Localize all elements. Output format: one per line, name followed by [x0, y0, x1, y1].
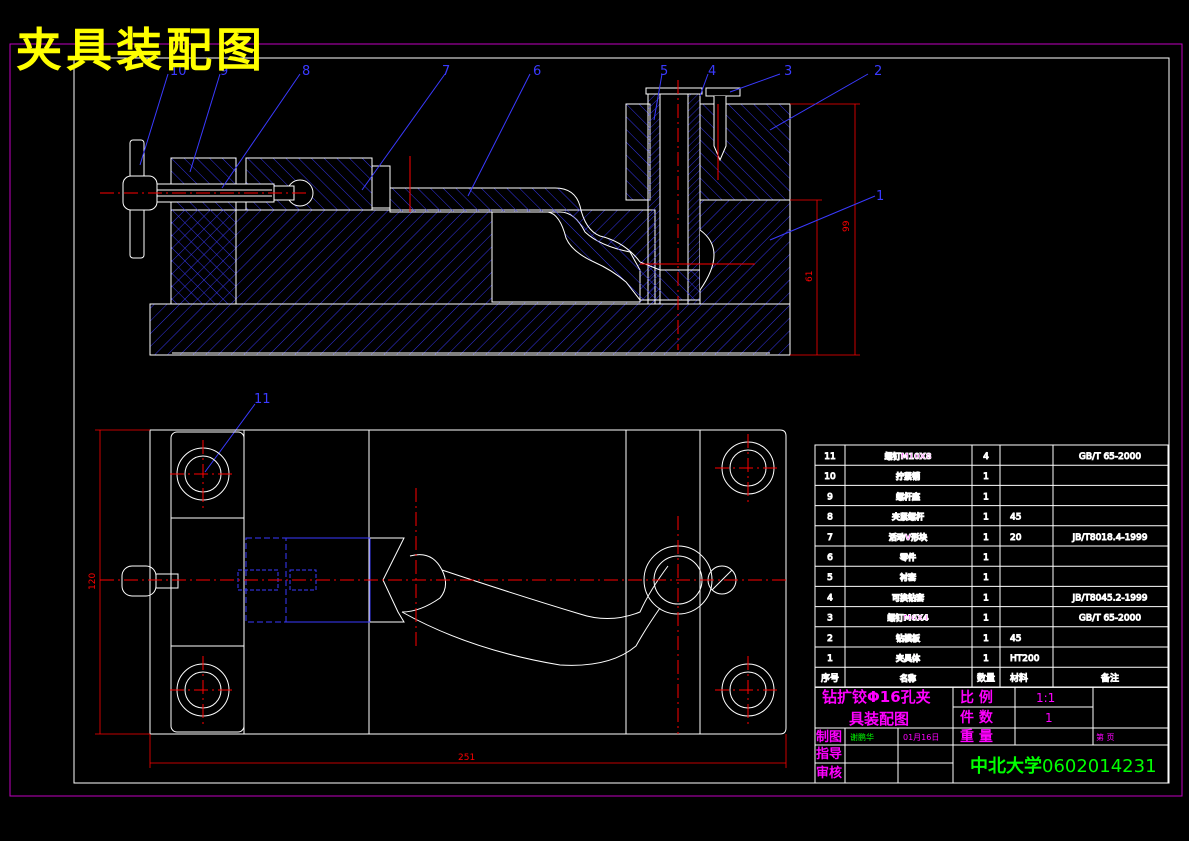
scale-label: 比 例: [960, 689, 993, 706]
balloon-8: 8: [302, 64, 310, 79]
balloon-10: 10: [170, 64, 187, 79]
bom-row-qty: 4: [983, 452, 989, 462]
bom-row-qty: 1: [983, 533, 989, 543]
body-section: [149, 303, 791, 356]
bom-header-qty: 数量: [977, 672, 995, 684]
bom-header-no: 序号: [821, 672, 839, 684]
bom-row-name: 夹具体: [896, 653, 921, 663]
leader-lines: [139, 73, 876, 473]
bom-row-qty: 1: [983, 634, 989, 644]
screw-m6: [705, 87, 741, 97]
bom-row-remark: JB/T8045.2-1999: [1071, 593, 1147, 603]
drawing-name-line2: 具装配图: [849, 710, 909, 728]
bom-row-no: 1: [827, 654, 833, 664]
bom-row-qty: 1: [983, 553, 989, 563]
balloon-11: 11: [254, 392, 271, 407]
bom-row-no: 2: [827, 634, 833, 644]
bom-row-no: 7: [827, 533, 833, 543]
balloon-5: 5: [660, 64, 668, 79]
plan-outline: [149, 429, 787, 735]
bom-row-name: 螺杆座: [896, 491, 920, 501]
balloon-3: 3: [784, 64, 792, 79]
dim-61: 61: [805, 271, 815, 282]
bom-row-no: 3: [827, 614, 833, 624]
review-label: 审核: [816, 765, 842, 781]
bom-row-no: 4: [827, 593, 833, 603]
student-number: 0602014231: [1042, 756, 1157, 777]
bom-row-qty: 1: [983, 654, 989, 664]
balloon-2: 2: [874, 64, 882, 79]
balloon-1: 1: [876, 189, 884, 204]
bom-row-qty: 1: [983, 513, 989, 523]
weight-label: 重 量: [960, 728, 993, 745]
sheet-info: 第 页: [1096, 732, 1115, 742]
bom-row-qty: 1: [983, 472, 989, 482]
bom-row-remark: GB/T 65-2000: [1079, 452, 1141, 462]
plan-dimensions: [95, 429, 787, 768]
count-value: 1: [1045, 711, 1053, 725]
bom-header-material: 材料: [1010, 672, 1028, 684]
bom-row-material: 20: [1010, 533, 1022, 543]
bom-row-material: HT200: [1010, 654, 1040, 664]
count-label: 件 数: [960, 709, 994, 726]
bom-row-remark: JB/T8018.4-1999: [1071, 533, 1147, 543]
guide-label: 指导: [816, 746, 842, 762]
inner-frame: [73, 57, 1170, 784]
top-view: [100, 429, 790, 735]
balloon-9: 9: [220, 64, 228, 79]
bom-row-remark: GB/T 65-2000: [1079, 614, 1141, 624]
bom-row-name: 夹紧螺杆: [892, 512, 924, 522]
front-dimensions: [790, 103, 860, 356]
bom-row-name: 可换钻套: [892, 592, 925, 602]
bom-header-name: 名称: [900, 673, 916, 683]
bom-row-material: 45: [1010, 513, 1021, 523]
dim-120: 120: [88, 573, 98, 590]
bom-row-name: 活动V形块: [889, 532, 928, 542]
workpiece: [389, 187, 701, 301]
balloon-7: 7: [442, 64, 450, 79]
front-view: [100, 80, 791, 356]
bom-row-qty: 1: [983, 573, 989, 583]
drawing-name-line1: 钻扩铰Φ16孔夹: [822, 688, 931, 706]
bom-row-qty: 1: [983, 492, 989, 502]
university-name: 中北大学: [970, 756, 1042, 777]
drawn-label: 制图: [816, 729, 842, 745]
bom-row-name: 拧紧销: [896, 471, 920, 481]
university-stamp: 中北大学0602014231: [970, 752, 1157, 778]
bom-row-material: 45: [1010, 634, 1021, 644]
scale-value: 1:1: [1036, 691, 1055, 705]
drawn-date: 01月16日: [903, 733, 939, 742]
bom-row-name: 螺钉M6X4: [887, 613, 929, 623]
bom-row-no: 5: [827, 573, 833, 583]
bom-row-no: 10: [824, 472, 836, 482]
page-title: 夹具装配图: [16, 23, 266, 77]
balloon-labels: 1 2 3 4 5 6 7 8 9 10 11: [170, 64, 884, 407]
bom-row-qty: 1: [983, 593, 989, 603]
bom-row-qty: 1: [983, 614, 989, 624]
balloon-6: 6: [533, 64, 541, 79]
bom-row-no: 11: [824, 452, 835, 462]
bom-row-name: 钻模板: [896, 633, 921, 643]
bom-row-name: 零件: [899, 552, 916, 562]
bom-row-no: 8: [827, 513, 833, 523]
bom-row-name: 衬套: [899, 572, 917, 582]
dim-251: 251: [458, 753, 475, 763]
bom-header-remark: 备注: [1101, 672, 1119, 684]
screw-seat: [170, 157, 237, 305]
bom-row-name: 螺钉M10X8: [885, 451, 932, 461]
drawn-name: 谢鹏华: [850, 732, 874, 742]
bom-row-no: 9: [827, 492, 833, 502]
balloon-4: 4: [708, 64, 716, 79]
dim-99: 99: [842, 220, 852, 232]
title-block: [814, 686, 1169, 784]
bom-row-no: 6: [827, 553, 833, 563]
outer-frame: [9, 43, 1183, 797]
workpiece-plan: [401, 554, 669, 666]
